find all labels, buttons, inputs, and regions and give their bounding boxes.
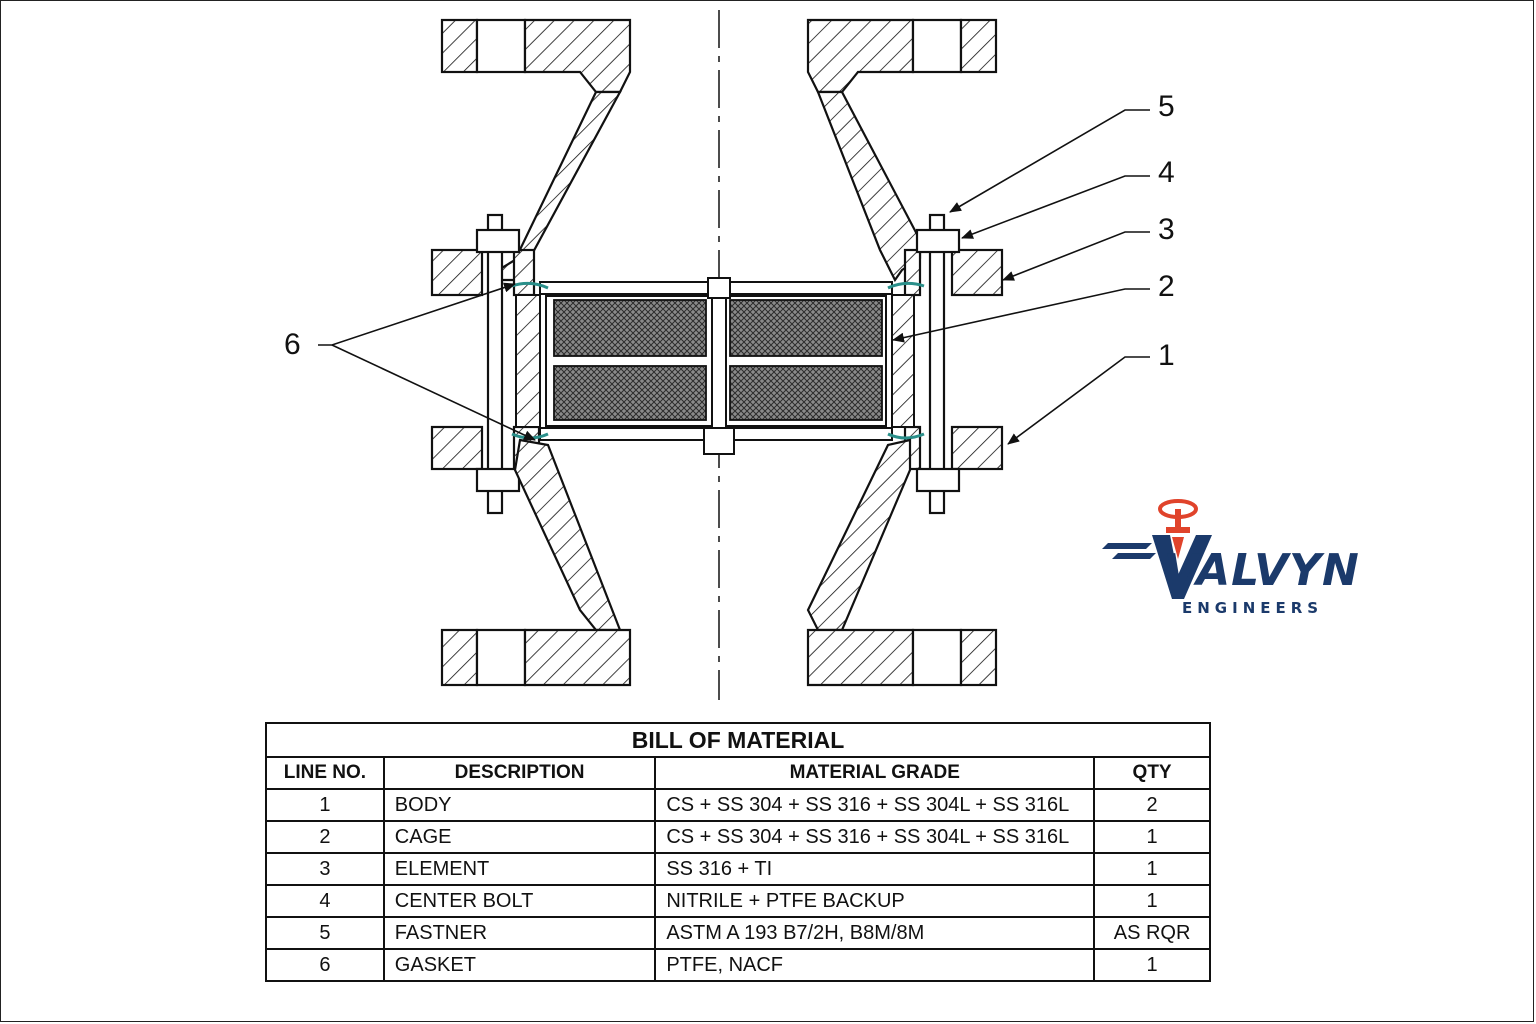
logo-name: VALVYN <box>1164 545 1360 596</box>
header-description: DESCRIPTION <box>382 756 657 790</box>
cell-material: CS + SS 304 + SS 316 + SS 304L + SS 316L <box>654 788 1096 822</box>
bill-of-material-table: BILL OF MATERIAL LINE NO. DESCRIPTION MA… <box>265 722 1211 982</box>
cell-qty: AS RQR <box>1093 916 1211 950</box>
cell-description: CENTER BOLT <box>382 884 657 918</box>
cell-line: 5 <box>265 916 385 950</box>
cell-material: NITRILE + PTFE BACKUP <box>654 884 1096 918</box>
callout-5: 5 <box>1158 90 1175 123</box>
cell-material: CS + SS 304 + SS 316 + SS 304L + SS 316L <box>654 820 1096 854</box>
bom-title: BILL OF MATERIAL <box>265 722 1211 758</box>
cell-line: 3 <box>265 852 385 886</box>
header-line-no: LINE NO. <box>265 756 385 790</box>
handwheel-valve-icon <box>1102 499 1212 599</box>
filter-element <box>553 299 883 421</box>
cell-material: PTFE, NACF <box>654 948 1096 982</box>
cell-description: FASTNER <box>382 916 657 950</box>
cell-qty: 1 <box>1093 852 1211 886</box>
cell-description: CAGE <box>382 820 657 854</box>
cell-material: ASTM A 193 B7/2H, B8M/8M <box>654 916 1096 950</box>
leader-lines <box>318 109 1150 445</box>
leader-2 <box>892 288 1150 343</box>
cell-material: SS 316 + TI <box>654 852 1096 886</box>
callout-1: 1 <box>1158 339 1175 372</box>
cell-description: BODY <box>382 788 657 822</box>
cell-description: ELEMENT <box>382 852 657 886</box>
company-logo: VALVYN ENGINEERS <box>1100 495 1390 625</box>
top-flange <box>440 18 998 94</box>
leader-6a <box>318 282 516 346</box>
header-qty: QTY <box>1093 756 1211 790</box>
leader-4 <box>961 175 1150 239</box>
bottom-flange <box>440 628 998 687</box>
callout-4: 4 <box>1158 156 1175 189</box>
upper-cone-body <box>488 90 922 283</box>
table-row: 4 CENTER BOLT NITRILE + PTFE BACKUP 1 <box>265 884 1211 918</box>
leader-5 <box>949 109 1150 213</box>
table-row: 2 CAGE CS + SS 304 + SS 316 + SS 304L + … <box>265 820 1211 854</box>
cell-qty: 1 <box>1093 884 1211 918</box>
cell-qty: 1 <box>1093 948 1211 982</box>
logo-subtitle: ENGINEERS <box>1182 599 1324 617</box>
table-row: 6 GASKET PTFE, NACF 1 <box>265 948 1211 982</box>
callout-6: 6 <box>284 328 301 361</box>
cell-line: 4 <box>265 884 385 918</box>
bom-header-row: LINE NO. DESCRIPTION MATERIAL GRADE QTY <box>265 756 1211 790</box>
cell-line: 6 <box>265 948 385 982</box>
leader-6b <box>331 344 536 441</box>
lower-cone-body <box>513 438 912 632</box>
table-row: 3 ELEMENT SS 316 + TI 1 <box>265 852 1211 886</box>
cell-description: GASKET <box>382 948 657 982</box>
table-row: 5 FASTNER ASTM A 193 B7/2H, B8M/8M AS RQ… <box>265 916 1211 950</box>
center-bolt <box>703 277 735 455</box>
cell-qty: 2 <box>1093 788 1211 822</box>
cell-qty: 1 <box>1093 820 1211 854</box>
leader-3 <box>1002 231 1150 281</box>
cell-line: 2 <box>265 820 385 854</box>
cell-line: 1 <box>265 788 385 822</box>
header-material-grade: MATERIAL GRADE <box>654 756 1096 790</box>
callout-3: 3 <box>1158 213 1175 246</box>
leader-1 <box>1007 356 1150 445</box>
callout-2: 2 <box>1158 270 1175 303</box>
cross-section-drawing <box>318 10 1150 700</box>
table-row: 1 BODY CS + SS 304 + SS 316 + SS 304L + … <box>265 788 1211 822</box>
